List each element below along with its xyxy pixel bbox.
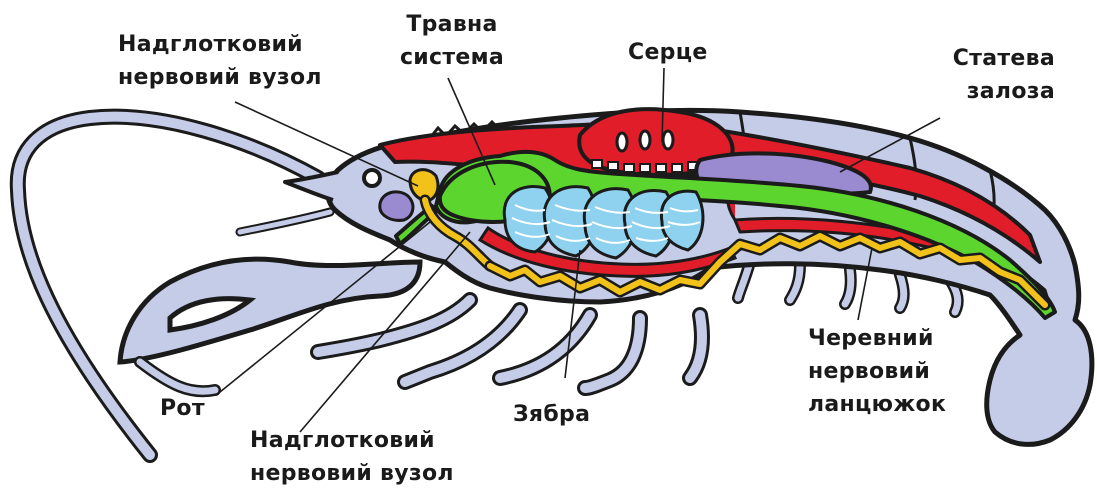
label-line: Надглотковий — [250, 424, 454, 457]
eye — [364, 170, 380, 186]
label-line: Травна — [392, 8, 512, 41]
label-line: Рот — [160, 392, 205, 425]
rostrum — [285, 172, 338, 200]
mouth — [380, 192, 413, 221]
label-ventral-nerve-cord: Черевний нервовий ланцюжок — [808, 322, 946, 421]
label-line: Серце — [628, 36, 708, 69]
label-digestive-system: Травна система — [392, 8, 512, 74]
label-supraesophageal-bottom: Надглотковий нервовий вузол — [250, 424, 454, 490]
label-line: система — [392, 41, 512, 74]
label-line: Надглотковий — [118, 28, 322, 61]
label-line: нервовий вузол — [118, 61, 322, 94]
label-line: Статева — [930, 42, 1055, 75]
label-line: ланцюжок — [808, 388, 946, 421]
label-supraesophageal-top: Надглотковий нервовий вузол — [118, 28, 322, 94]
label-heart: Серце — [628, 36, 708, 69]
label-line: нервовий вузол — [250, 457, 454, 490]
label-gill: Зябра — [513, 398, 590, 431]
label-gonad: Статева залоза — [930, 42, 1055, 108]
label-line: Зябра — [513, 398, 590, 431]
label-line: нервовий — [808, 355, 946, 388]
label-line: Черевний — [808, 322, 946, 355]
label-line: залоза — [930, 75, 1055, 108]
label-mouth: Рот — [160, 392, 205, 425]
